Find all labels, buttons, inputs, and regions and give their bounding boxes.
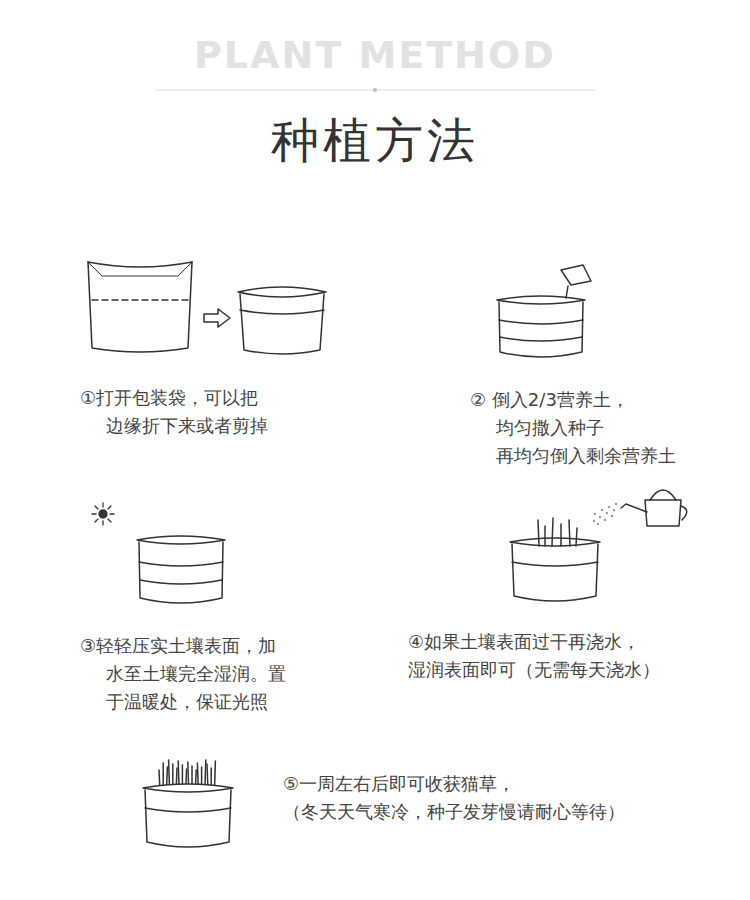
bag-soil-pour xyxy=(497,265,591,357)
bag-folded xyxy=(238,287,326,354)
step-text: ⑤一周左右后即可收获猫草， （冬天天气寒冷，种子发芽慢请耐心等待） xyxy=(283,770,625,826)
header-rule xyxy=(155,88,595,92)
sun-symbol xyxy=(92,503,114,525)
watering-can xyxy=(593,490,687,526)
step-text: ①打开包装袋，可以把 边缘折下来或者剪掉 xyxy=(80,384,268,440)
bag-pressed xyxy=(137,536,225,603)
step-text: ④如果土壤表面过干再浇水， 湿润表面即可（无需每天浇水） xyxy=(408,628,660,684)
bag-sprouts xyxy=(510,518,600,601)
page-title: 种植方法 xyxy=(271,110,479,170)
step-text: ③轻轻压实土壤表面，加 水至土壤完全湿润。置 于温暖处，保证光照 xyxy=(80,632,286,716)
hollow-arrow xyxy=(204,309,230,327)
english-heading: PLANT METHOD xyxy=(194,32,556,78)
bag-open xyxy=(88,262,192,352)
step-text: ② 倒入2/3营养土， 均匀撒入种子 再均匀倒入剩余营养土 xyxy=(470,386,676,470)
bag-grass xyxy=(143,760,233,847)
